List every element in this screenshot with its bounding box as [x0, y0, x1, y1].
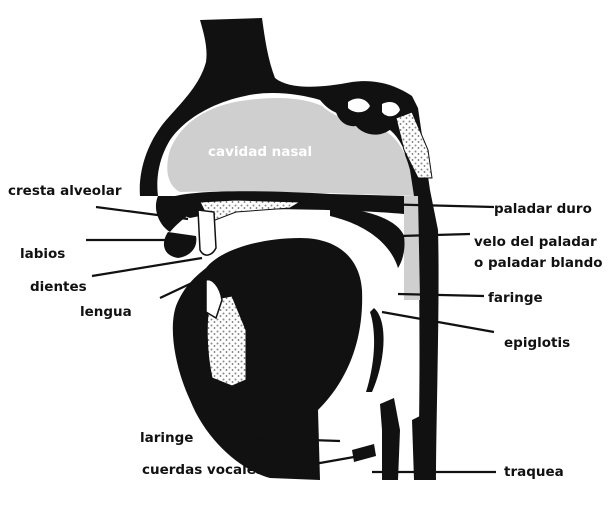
label-velo-line2: o paladar blando: [474, 255, 603, 271]
label-lengua: lengua: [80, 304, 132, 320]
label-laringe: laringe: [140, 430, 193, 446]
label-cavidad-nasal: cavidad nasal: [208, 144, 312, 160]
leader-dientes: [91, 256, 203, 278]
larynx: [380, 398, 400, 480]
epiglottis: [366, 308, 384, 392]
leader-epiglotis: [381, 310, 495, 334]
label-epiglotis: epiglotis: [504, 335, 570, 351]
leader-velo: [399, 232, 471, 238]
leader-paladar-duro: [337, 201, 495, 209]
label-velo-line1: velo del paladar: [474, 234, 597, 250]
sphenoid-bone: [395, 111, 433, 179]
tongue: [172, 238, 363, 480]
label-paladar-duro: paladar duro: [494, 201, 592, 217]
leader-cuerdas-vocales: [285, 455, 355, 471]
upper-incisor: [197, 209, 217, 256]
label-cresta-alveolar: cresta alveolar: [8, 183, 122, 199]
leader-laringe: [221, 435, 341, 443]
velum: [330, 206, 405, 268]
label-cuerdas-vocales: cuerdas vocales: [142, 462, 264, 478]
lower-lip: [163, 232, 197, 258]
label-labios: labios: [20, 246, 65, 262]
leader-faringe: [397, 292, 485, 298]
upper-lip: [155, 196, 200, 232]
trachea-wall: [412, 416, 426, 480]
vocal-cords: [352, 444, 376, 462]
label-faringe: faringe: [488, 290, 543, 306]
label-dientes: dientes: [30, 279, 87, 295]
lower-incisor: [205, 278, 223, 320]
label-traquea: traquea: [504, 464, 564, 480]
leader-lengua: [159, 265, 229, 299]
pharynx-cavity: [404, 196, 420, 300]
leader-cresta-alveolar: [95, 205, 189, 221]
